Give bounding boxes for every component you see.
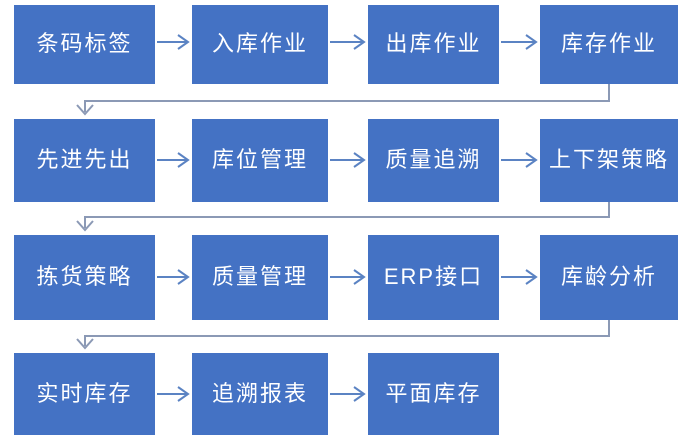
step-traceability-report: 追溯报表 (192, 353, 328, 435)
return-connector-down-icon (76, 202, 610, 232)
arrow-right-icon (501, 34, 538, 50)
return-connector-down-icon (76, 320, 610, 350)
step-inventory-operation: 库存作业 (540, 5, 678, 84)
arrow-right-icon (330, 386, 366, 402)
arrow-right-icon (330, 269, 366, 285)
arrow-right-icon (157, 269, 190, 285)
arrow-right-icon (501, 152, 538, 168)
step-quality-management: 质量管理 (192, 235, 328, 320)
step-quality-traceability: 质量追溯 (368, 119, 499, 202)
step-outbound-operation: 出库作业 (368, 5, 499, 84)
step-realtime-inventory: 实时库存 (14, 353, 155, 435)
step-picking-strategy: 拣货策略 (14, 235, 155, 320)
arrow-right-icon (157, 152, 190, 168)
return-connector-down-icon (76, 84, 610, 116)
step-inventory-aging: 库龄分析 (540, 235, 678, 320)
step-fifo: 先进先出 (14, 119, 155, 202)
arrow-right-icon (330, 34, 366, 50)
arrow-right-icon (157, 386, 190, 402)
arrow-right-icon (501, 269, 538, 285)
step-plane-inventory: 平面库存 (368, 353, 499, 435)
step-erp-interface: ERP接口 (368, 235, 499, 320)
step-location-management: 库位管理 (192, 119, 328, 202)
arrow-right-icon (157, 34, 190, 50)
step-barcode-label: 条码标签 (14, 5, 155, 84)
arrow-right-icon (330, 152, 366, 168)
step-inbound-operation: 入库作业 (192, 5, 328, 84)
step-shelving-strategy: 上下架策略 (540, 119, 678, 202)
